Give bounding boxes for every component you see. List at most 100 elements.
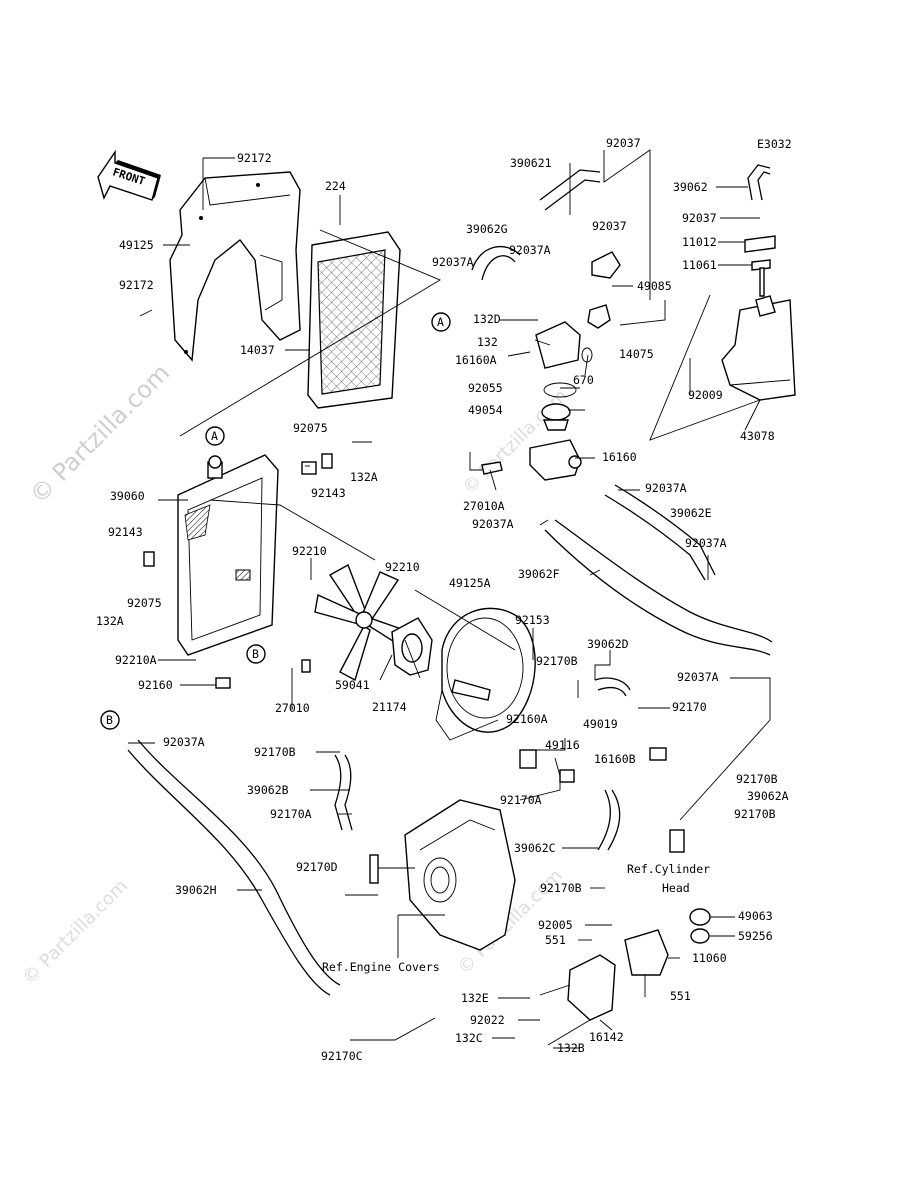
small-parts bbox=[143, 453, 685, 884]
part-label: 49063 bbox=[738, 909, 773, 923]
part-label: 59041 bbox=[335, 678, 370, 692]
part-label: 92170B bbox=[536, 654, 578, 668]
part-label: 92037A bbox=[472, 517, 514, 531]
part-label: 49116 bbox=[545, 738, 580, 752]
fan-motor bbox=[391, 617, 433, 676]
svg-text:B: B bbox=[106, 713, 113, 727]
part-label: 39062H bbox=[175, 883, 217, 897]
part-label: 59256 bbox=[738, 929, 773, 943]
part-label: 21174 bbox=[372, 700, 407, 714]
part-label: 92170B bbox=[734, 807, 776, 821]
marker-a-top: A bbox=[431, 312, 451, 332]
part-label: 92037A bbox=[163, 735, 205, 749]
part-label: 92075 bbox=[127, 596, 162, 610]
part-label: 92170B bbox=[254, 745, 296, 759]
radiator-screen bbox=[307, 231, 401, 409]
part-labels: 92172 49125 92172 224 14037 390621 92037… bbox=[96, 136, 789, 1063]
watermark-text: © Partzilla.com bbox=[19, 875, 132, 988]
part-label: 14075 bbox=[619, 347, 654, 361]
part-label: 92055 bbox=[468, 381, 503, 395]
part-label: 92143 bbox=[108, 525, 143, 539]
part-label: 551 bbox=[670, 989, 691, 1003]
part-label: 92160A bbox=[506, 712, 548, 726]
part-label: 92037 bbox=[606, 136, 641, 150]
svg-text:B: B bbox=[252, 647, 259, 661]
part-label: 39062E bbox=[670, 506, 712, 520]
part-label: 39062 bbox=[673, 180, 708, 194]
radiator bbox=[177, 454, 279, 656]
part-label: 49085 bbox=[637, 279, 672, 293]
part-label: 39062F bbox=[518, 567, 560, 581]
part-label: 49019 bbox=[583, 717, 618, 731]
diagram-code: E3032 bbox=[757, 137, 792, 151]
part-label: 92037A bbox=[685, 536, 727, 550]
part-label: 14037 bbox=[240, 343, 275, 357]
part-label: 39062G bbox=[466, 222, 508, 236]
watermark-text: © Partzilla.com bbox=[24, 358, 175, 509]
marker-b-hose: B bbox=[100, 710, 120, 730]
part-label: 92037A bbox=[509, 243, 551, 257]
part-label: 390621 bbox=[510, 156, 552, 170]
part-label: 92005 bbox=[538, 918, 573, 932]
part-label: 39062B bbox=[247, 783, 289, 797]
part-label: 132 bbox=[477, 335, 498, 349]
leader-lines bbox=[128, 149, 771, 1049]
ref-cylinder-head-line1: Ref.Cylinder bbox=[627, 862, 710, 876]
part-label: 92172 bbox=[237, 151, 272, 165]
part-label: 16160 bbox=[602, 450, 637, 464]
part-label: 39062D bbox=[587, 637, 629, 651]
radiator-shroud bbox=[169, 171, 301, 362]
part-label: 551 bbox=[545, 933, 566, 947]
part-label: 92170 bbox=[672, 700, 707, 714]
thermostat-group bbox=[469, 251, 621, 481]
part-label: 92172 bbox=[119, 278, 154, 292]
part-label: 39062C bbox=[514, 841, 556, 855]
part-label: 49125 bbox=[119, 238, 154, 252]
part-label: 92037A bbox=[645, 481, 687, 495]
part-label: 92037 bbox=[682, 211, 717, 225]
part-label: 49054 bbox=[468, 403, 503, 417]
fan-shroud bbox=[435, 607, 536, 741]
part-label: 11060 bbox=[692, 951, 727, 965]
part-label: 92210 bbox=[292, 544, 327, 558]
part-label: 92210A bbox=[115, 653, 157, 667]
part-label: 224 bbox=[325, 179, 346, 193]
part-label: 92170C bbox=[321, 1049, 363, 1063]
part-label: 43078 bbox=[740, 429, 775, 443]
part-label: 132B bbox=[557, 1041, 585, 1055]
part-label: 132A bbox=[96, 614, 124, 628]
part-label: 92210 bbox=[385, 560, 420, 574]
front-arrow: FRONT bbox=[97, 149, 161, 201]
part-label: 92143 bbox=[311, 486, 346, 500]
reservoir-tank bbox=[721, 164, 796, 401]
part-label: 92153 bbox=[515, 613, 550, 627]
part-label: 132C bbox=[455, 1031, 483, 1045]
part-label: 16160B bbox=[594, 752, 636, 766]
part-label: 92170A bbox=[270, 807, 312, 821]
engine-cover bbox=[404, 799, 516, 951]
part-label: 92170D bbox=[296, 860, 338, 874]
part-label: 16160A bbox=[455, 353, 497, 367]
svg-text:A: A bbox=[211, 429, 218, 443]
part-label: 92037 bbox=[592, 219, 627, 233]
part-label: 92022 bbox=[470, 1013, 505, 1027]
svg-text:A: A bbox=[437, 315, 444, 329]
part-label: 92170A bbox=[500, 793, 542, 807]
hoses bbox=[127, 169, 773, 996]
part-label: 11061 bbox=[682, 258, 717, 272]
ref-cylinder-head-line2: Head bbox=[662, 881, 690, 895]
part-label: 92037A bbox=[432, 255, 474, 269]
part-label: 92037A bbox=[677, 670, 719, 684]
ref-engine-covers: Ref.Engine Covers bbox=[322, 960, 440, 974]
part-label: 16142 bbox=[589, 1030, 624, 1044]
marker-a-radiator: A bbox=[205, 426, 225, 446]
part-label: 132E bbox=[461, 991, 489, 1005]
part-label: 27010 bbox=[275, 701, 310, 715]
part-label: 132D bbox=[473, 312, 501, 326]
part-label: 27010A bbox=[463, 499, 505, 513]
part-label: 132A bbox=[350, 470, 378, 484]
water-pump bbox=[539, 908, 711, 1046]
part-label: 92009 bbox=[688, 388, 723, 402]
part-label: 92160 bbox=[138, 678, 173, 692]
